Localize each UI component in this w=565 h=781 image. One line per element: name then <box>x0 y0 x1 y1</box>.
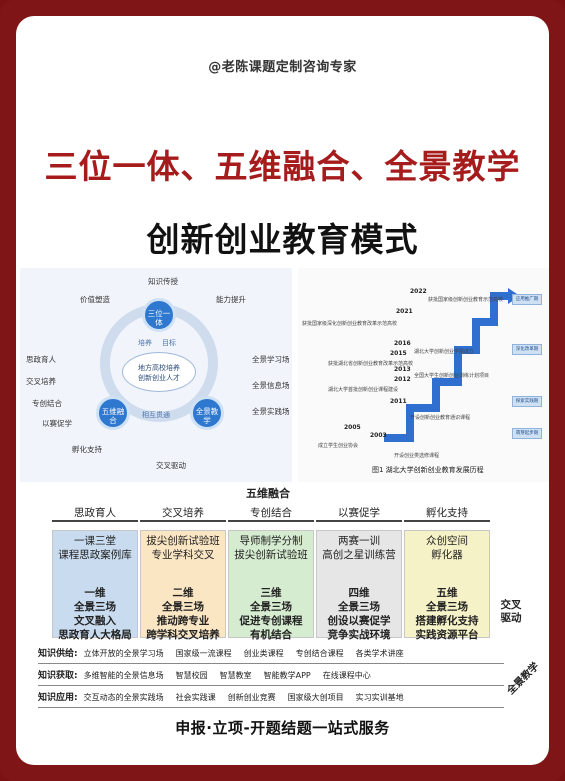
stage-box: 应用推广期 <box>512 294 542 305</box>
outer-label: 专创结合 <box>32 399 62 408</box>
timeline-year: 2013 <box>394 366 411 373</box>
timeline-event: 全国大学生创新创业训练计划项目 <box>414 373 490 379</box>
category-label: 孵化支持 <box>404 504 490 522</box>
outer-label: 价值塑造 <box>80 295 110 304</box>
timeline-year: 2012 <box>394 376 411 383</box>
dimension-column: 一课三堂课程思政案例库 一维全景三场文叉融入思政育人大格局 <box>52 530 138 641</box>
radial-model-figure: 地方高校培养 创新创业人才 三位一体 五维融合 全景教学 培养 目标 相互贯通 … <box>20 268 292 482</box>
author-handle: @老陈课题定制咨询专家 <box>208 60 357 75</box>
timeline-figure: 2022 2021 2016 2015 2013 2012 2011 2005 … <box>298 268 549 482</box>
inner-label: 相互贯通 <box>142 411 170 419</box>
category-label: 专创结合 <box>228 504 314 522</box>
timeline-year: 2011 <box>390 398 407 405</box>
inner-label: 培养 <box>138 339 152 347</box>
timeline-event: 获批国家级创新创业教育示范高校 <box>428 297 504 303</box>
timeline-caption: 图1 湖北大学创新创业教育发展历程 <box>372 466 484 474</box>
timeline-event: 开设创业类选修课程 <box>394 453 440 459</box>
outer-label: 知识传授 <box>148 277 178 286</box>
timeline-year: 2003 <box>370 432 387 439</box>
timeline-year: 2005 <box>344 424 361 431</box>
node-quanjing: 全景教学 <box>190 396 224 430</box>
timeline-year: 2022 <box>410 288 427 295</box>
node-wuwei: 五维融合 <box>96 396 130 430</box>
cross-drive-label: 交叉驱动 <box>500 599 522 624</box>
category-label: 思政育人 <box>52 504 138 522</box>
dimension-column: 两赛一训高创之星训练营 四维全景三场创设以赛促学竞争实战环境 <box>316 530 402 641</box>
stage-box: 深化改革期 <box>512 344 542 355</box>
service-footer: 申报·立项-开题结题一站式服务 <box>175 719 390 737</box>
panoramic-teaching-label: 全景教学 <box>505 660 542 697</box>
knowledge-row: 知识应用:交互动态的全景实践场社会实践课创新创业竞赛国家级大创项目实习实训基地 <box>38 688 504 708</box>
dimension-column: 拔尖创新试验班专业学科交叉 二维全景三场推动跨专业跨学科交叉培养 <box>140 530 226 641</box>
category-label: 以赛促学 <box>316 504 402 522</box>
headline-line-1: 三位一体、五维融合、全景教学 <box>44 147 521 186</box>
outer-label: 以赛促学 <box>42 419 72 428</box>
timeline-year: 2015 <box>390 350 407 357</box>
outer-label: 交叉驱动 <box>156 461 186 470</box>
node-sanwei: 三位一体 <box>142 298 176 332</box>
stage-box: 探索实践期 <box>512 396 542 407</box>
inner-label: 目标 <box>162 339 176 347</box>
outer-label: 交叉培养 <box>26 377 56 386</box>
timeline-event: 获批国家级深化创新创业教育改革示范高校 <box>302 321 398 327</box>
headline-line-2: 创新创业教育模式 <box>146 220 419 259</box>
timeline-event: 成立学生创业协会 <box>318 443 359 449</box>
outer-label: 全景学习场 <box>252 355 290 364</box>
outer-label: 孵化支持 <box>72 445 102 454</box>
framework-title: 五维融合 <box>246 487 290 500</box>
stage-box: 萌芽起步期 <box>512 428 542 439</box>
radial-center: 地方高校培养 创新创业人才 <box>122 352 196 392</box>
category-label: 交叉培养 <box>140 504 226 522</box>
outer-label: 全景实践场 <box>252 407 290 416</box>
timeline-event: 获批湖北省创新创业教育改革示范高校 <box>328 361 414 367</box>
dimension-column: 众创空间孵化器 五维全景三场搭建孵化支持实践资源平台 <box>404 530 490 641</box>
timeline-event: 湖北大学首批创新创业课程建设 <box>328 387 399 393</box>
timeline-year: 2016 <box>394 340 411 347</box>
timeline-event: 湖北大学创新创业学院成立 <box>414 349 475 355</box>
outer-label: 能力提升 <box>216 295 246 304</box>
outer-label: 思政育人 <box>26 355 56 364</box>
knowledge-row: 知识供给:立体开放的全景学习场国家级一流课程创业类课程专创结合课程各类学术讲座 <box>38 644 504 664</box>
five-dimension-framework: 五维融合 思政育人 交叉培养 专创结合 以赛促学 孵化支持 一课三堂课程思政案例… <box>20 484 549 710</box>
timeline-event: 开设创新创业教育通识课程 <box>410 415 471 421</box>
poster-card: @老陈课题定制咨询专家 三位一体、五维融合、全景教学 创新创业教育模式 地方高校… <box>16 16 549 765</box>
dimension-column: 导师制学分制拔尖创新试验班 三维全景三场促进专创课程有机结合 <box>228 530 314 641</box>
outer-label: 全景信息场 <box>252 381 290 390</box>
timeline-year: 2021 <box>396 308 413 315</box>
